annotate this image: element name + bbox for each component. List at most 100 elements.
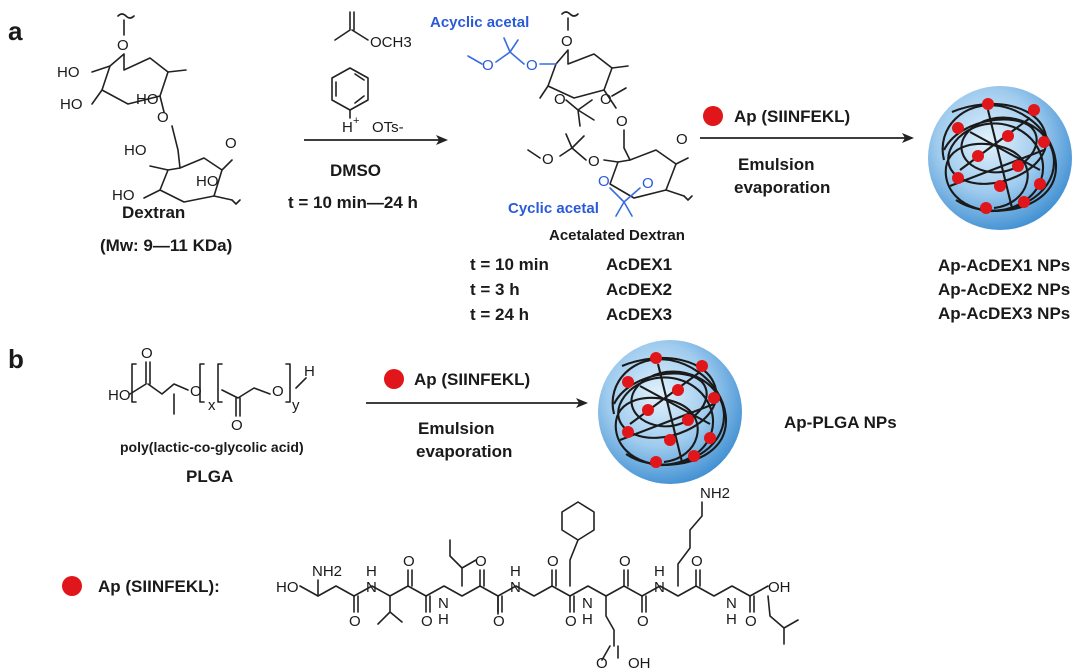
dextran-o-atom: O bbox=[117, 37, 129, 54]
panel-b-label: b bbox=[8, 344, 24, 374]
tosylate-label: OTs- bbox=[372, 119, 404, 136]
plga-o-ester2: O bbox=[272, 383, 284, 400]
peptide-nh-3: H bbox=[510, 563, 521, 580]
np-label-3: Ap-AcDEX3 NPs bbox=[938, 304, 1070, 323]
acetalated-dextran-label: Acetalated Dextran bbox=[549, 227, 685, 244]
dextran-glyco-o: O bbox=[157, 109, 169, 126]
dextran-ho-3: HO bbox=[136, 91, 159, 108]
cyclic-acetal-label: Cyclic acetal bbox=[508, 200, 599, 217]
antigen-dot-a bbox=[703, 106, 723, 126]
dextran-ring-o: O bbox=[225, 135, 237, 152]
process-a-line2: evaporation bbox=[734, 178, 830, 197]
dextran-ho-5: HO bbox=[112, 187, 135, 204]
peptide-o-8: O bbox=[547, 553, 559, 570]
process-a-line1: Emulsion bbox=[738, 155, 815, 174]
peptide-o-7: O bbox=[475, 553, 487, 570]
time-row-2-time: t = 3 h bbox=[470, 280, 520, 299]
och3-label: OCH3 bbox=[370, 34, 412, 51]
peptide-nh2-nterm: NH2 bbox=[312, 563, 342, 580]
peptide-nh-6: H bbox=[726, 611, 737, 628]
time-range-label: t = 10 min—24 h bbox=[288, 193, 418, 212]
dextran-label: Dextran bbox=[122, 203, 185, 222]
acdex-o-l1: O bbox=[588, 153, 600, 170]
plga-abbrev: PLGA bbox=[186, 467, 233, 486]
plga-o-carbonyl1: O bbox=[141, 345, 153, 362]
plga-x: x bbox=[208, 397, 216, 414]
plga-o-ester1: O bbox=[190, 383, 202, 400]
pyridinium-reagent: H + OTs- bbox=[331, 67, 404, 136]
peptide-o-6: O bbox=[403, 553, 415, 570]
antigen-label-b: Ap (SIINFEKL) bbox=[414, 370, 530, 389]
plga-np-label: Ap-PLGA NPs bbox=[784, 413, 897, 432]
np-label-1: Ap-AcDEX1 NPs bbox=[938, 256, 1070, 275]
peptide-ho: HO bbox=[276, 579, 299, 596]
dextran-ho-6: HO bbox=[196, 173, 219, 190]
plga-nanoparticle bbox=[598, 340, 742, 484]
peptide-o-3: O bbox=[493, 613, 505, 630]
peptide-n-4: N bbox=[582, 595, 593, 612]
peptide-n-3: N bbox=[510, 579, 521, 596]
antigen-dot-b bbox=[384, 369, 404, 389]
acdex-o-l2: O bbox=[542, 151, 554, 168]
plga-o-carbonyl2: O bbox=[231, 417, 243, 434]
dextran-mw-label: (Mw: 9—11 KDa) bbox=[100, 236, 232, 255]
plga-h: H bbox=[304, 363, 315, 380]
np-label-2: Ap-AcDEX2 NPs bbox=[938, 280, 1070, 299]
peptide-glu-oh: OH bbox=[628, 655, 651, 671]
panel-a-label: a bbox=[8, 16, 23, 46]
acetalated-dextran-structure: O O O Acyclic acetal O O O O O O O O bbox=[430, 11, 693, 217]
peptide-o-1: O bbox=[349, 613, 361, 630]
time-row-2-name: AcDEX2 bbox=[606, 280, 672, 299]
acdex-o-top: O bbox=[561, 33, 573, 50]
plga-np-antigen-dots bbox=[622, 352, 720, 468]
peptide-o-4: O bbox=[565, 613, 577, 630]
time-table: t = 10 min AcDEX1 t = 3 h AcDEX2 t = 24 … bbox=[470, 255, 672, 324]
time-row-1-time: t = 10 min bbox=[470, 255, 549, 274]
cyclic-o-1: O bbox=[598, 173, 610, 190]
siinfekl-peptide-structure: HO NH2 O O O O O O O O O O H N N H H N N… bbox=[276, 485, 799, 671]
process-b-line1: Emulsion bbox=[418, 419, 495, 438]
peptide-oh-cterm: OH bbox=[768, 579, 791, 596]
acdex-o-mid2: O bbox=[600, 91, 612, 108]
acyclic-o-2: O bbox=[482, 57, 494, 74]
dextran-ho-4: HO bbox=[124, 142, 147, 159]
dextran-ho-2: HO bbox=[60, 96, 83, 113]
peptide-nh-5: H bbox=[654, 563, 665, 580]
peptide-glu-o: O bbox=[596, 655, 608, 671]
time-row-3-name: AcDEX3 bbox=[606, 305, 672, 324]
plga-structure: HO O O x O O y H bbox=[108, 345, 315, 434]
antigen-label-a: Ap (SIINFEKL) bbox=[734, 107, 850, 126]
peptide-nh-1: H bbox=[366, 563, 377, 580]
peptide-n-6: N bbox=[726, 595, 737, 612]
peptide-nh-4: H bbox=[582, 611, 593, 628]
peptide-o-2: O bbox=[421, 613, 433, 630]
peptide-n-2: N bbox=[438, 595, 449, 612]
peptide-lys-nh2: NH2 bbox=[700, 485, 730, 502]
acyclic-acetal-label: Acyclic acetal bbox=[430, 14, 529, 31]
peptide-n-1: N bbox=[366, 579, 377, 596]
acdex-nanoparticle bbox=[928, 86, 1072, 230]
peptide-o-5: O bbox=[637, 613, 649, 630]
peptide-o-cterm: O bbox=[745, 613, 757, 630]
enol-ether-reagent: OCH3 bbox=[334, 11, 412, 51]
acyclic-o-1: O bbox=[526, 57, 538, 74]
pyridinium-h: H bbox=[342, 119, 353, 136]
solvent-label: DMSO bbox=[330, 161, 381, 180]
peptide-o-10: O bbox=[691, 553, 703, 570]
antigen-dot-peptide bbox=[62, 576, 82, 596]
peptide-o-9: O bbox=[619, 553, 631, 570]
acdex-ring-o: O bbox=[676, 131, 688, 148]
peptide-legend-label: Ap (SIINFEKL): bbox=[98, 577, 220, 596]
cyclic-o-2: O bbox=[642, 175, 654, 192]
dextran-ho-1: HO bbox=[57, 64, 80, 81]
acdex-o-mid: O bbox=[554, 91, 566, 108]
plga-full-name: poly(lactic-co-glycolic acid) bbox=[120, 439, 304, 455]
plga-y: y bbox=[292, 397, 300, 414]
dextran-structure: O HO HO HO O O HO HO HO bbox=[57, 13, 241, 205]
time-row-1-name: AcDEX1 bbox=[606, 255, 672, 274]
process-b-line2: evaporation bbox=[416, 442, 512, 461]
pyridinium-plus: + bbox=[353, 115, 359, 127]
acdex-np-antigen-dots bbox=[952, 98, 1050, 214]
peptide-nh-2: H bbox=[438, 611, 449, 628]
